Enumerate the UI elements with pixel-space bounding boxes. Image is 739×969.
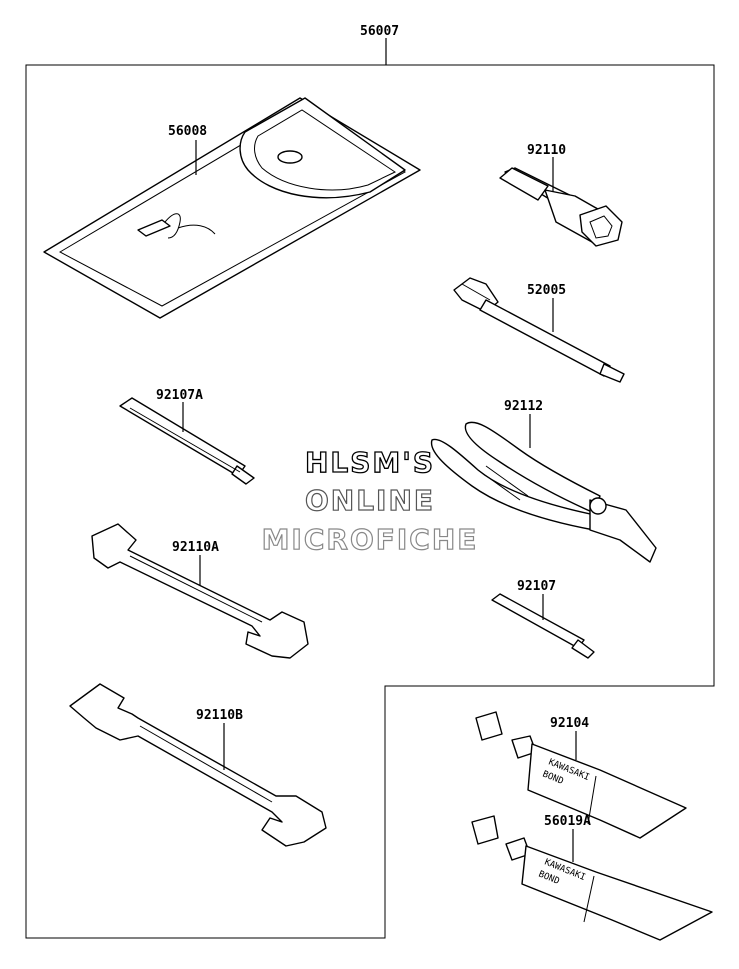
socket-wrench[interactable]: [499, 167, 623, 247]
wrench-b[interactable]: [69, 683, 327, 847]
part-number-pliers[interactable]: 92112: [504, 399, 543, 414]
part-number-bond-tube-2[interactable]: 56019A: [544, 814, 591, 829]
watermark-line-3: MICROFICHE: [262, 523, 479, 556]
bond-tube-2[interactable]: KAWASAKI BOND: [471, 815, 713, 941]
part-number-pouch[interactable]: 56008: [168, 124, 207, 139]
assembly-frame: [25, 64, 715, 939]
screwdriver-small[interactable]: [491, 593, 595, 659]
wrench-a[interactable]: [91, 523, 309, 659]
part-number-screwdriver-large[interactable]: 92107A: [156, 388, 203, 403]
watermark-line-2: ONLINE: [305, 484, 435, 517]
watermark-line-1: HLSM'S: [305, 446, 435, 479]
assembly-number[interactable]: 56007: [360, 24, 399, 39]
pliers[interactable]: [430, 421, 657, 563]
tool-pouch[interactable]: [43, 97, 421, 319]
screwdriver-handle[interactable]: [453, 277, 625, 383]
bond-tube-1[interactable]: KAWASAKI BOND: [475, 711, 687, 839]
part-number-wrench-a[interactable]: 92110A: [172, 540, 219, 555]
part-number-screwdriver-handle[interactable]: 52005: [527, 283, 566, 298]
part-number-screwdriver-small[interactable]: 92107: [517, 579, 556, 594]
screwdriver-large[interactable]: [119, 397, 255, 485]
part-number-wrench-b[interactable]: 92110B: [196, 708, 243, 723]
part-number-socket-wrench[interactable]: 92110: [527, 143, 566, 158]
part-number-bond-tube-1[interactable]: 92104: [550, 716, 589, 731]
